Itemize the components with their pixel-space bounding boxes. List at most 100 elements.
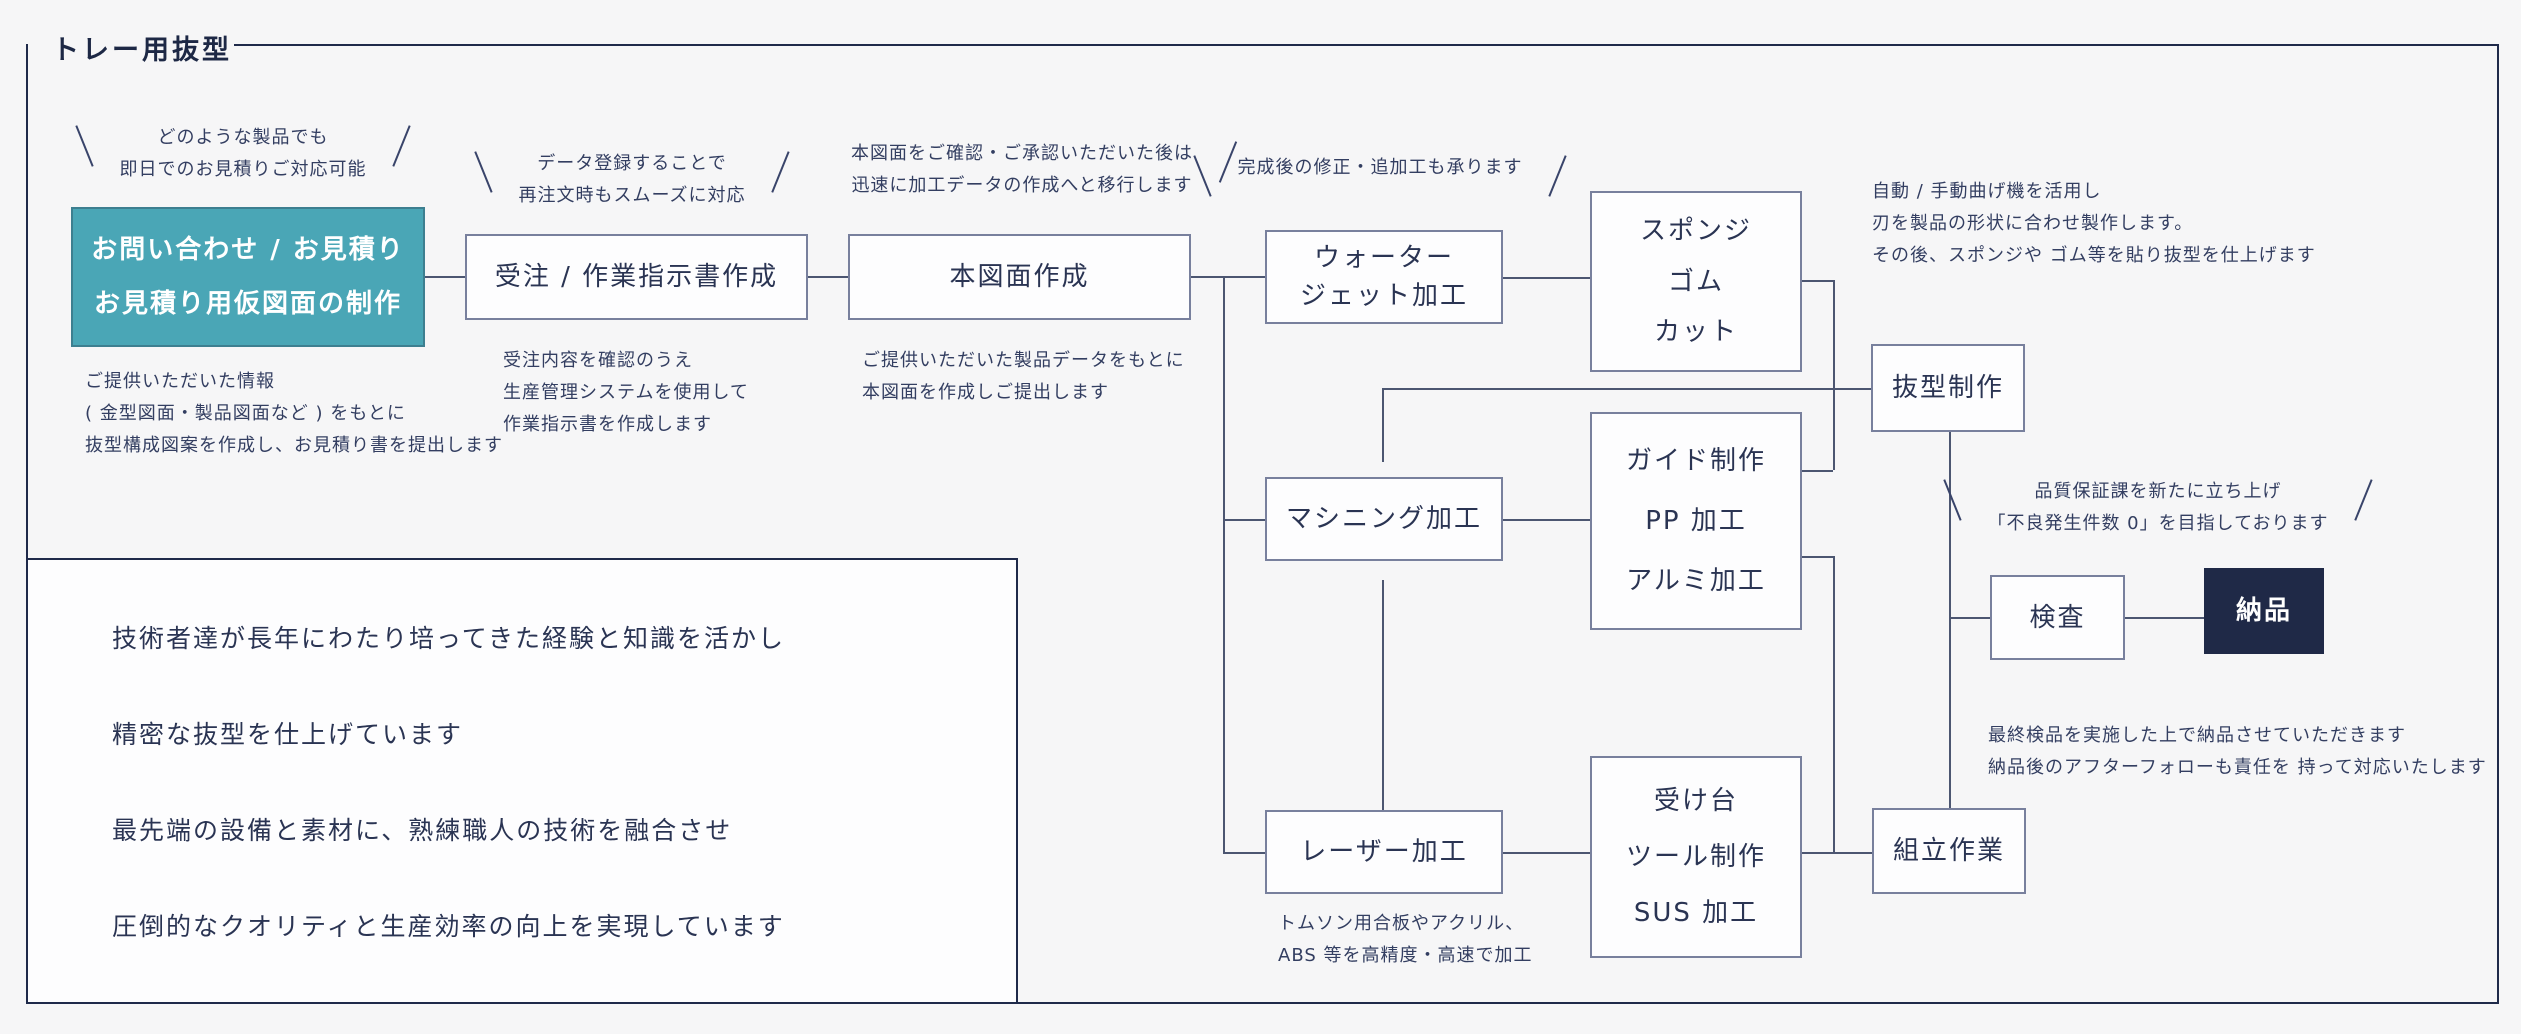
connector-line xyxy=(1802,556,1833,558)
note-bending-machine: 自動 / 手動曲げ機を活用し刃を製品の形状に合わせ製作します。その後、スポンジや… xyxy=(1872,176,2316,272)
connector-line xyxy=(1191,276,1265,278)
note-line: 本図面をご確認・ご承認いただいた後は xyxy=(851,143,1193,164)
flow-box-label: ジェット加工 xyxy=(1299,281,1468,312)
flow-box-cradle-tool-sus: 受け台ツール制作 SUS 加工 xyxy=(1590,756,1802,958)
note-line: 「不良発生件数 0」を目指しております xyxy=(1987,513,2329,534)
flow-box-label: 受注 / 作業指示書作成 xyxy=(494,262,779,292)
caption-contact: ご提供いただいた情報( 金型図面・製品図面など ) をもとに抜型構成図案を作成し… xyxy=(85,366,503,462)
flow-box-label: カット xyxy=(1653,317,1738,348)
flow-box-label: 納品 xyxy=(2235,596,2292,626)
connector-line xyxy=(2125,617,2204,619)
note-quality-assurance: 品質保証課を新たに立ち上げ「不良発生件数 0」を目指しております xyxy=(1943,476,2373,540)
flow-box-label: 受け台 xyxy=(1653,786,1738,816)
diagram-panel xyxy=(26,44,2499,1004)
flow-box-final-drawing: 本図面作成 xyxy=(848,234,1191,320)
quote-line: 最先端の設備と素材に、熟練職人の技術を融合させ xyxy=(112,816,733,845)
connector-line xyxy=(425,276,465,278)
annotation-slash-mark xyxy=(1218,141,1238,183)
flow-box-machining: マシニング加工 xyxy=(1265,477,1503,561)
flow-box-sponge-rubber-cut: スポンジゴムカット xyxy=(1590,191,1802,372)
note-line: トムソン用合板やアクリル、 xyxy=(1278,913,1525,934)
quote-line: 精密な抜型を仕上げています xyxy=(112,720,464,749)
note-data-registration: データ登録することで再注文時もスムーズに対応 xyxy=(474,148,790,212)
connector-line xyxy=(1833,556,1835,852)
flow-box-laser: レーザー加工 xyxy=(1265,810,1503,894)
note-line: ABS 等を高精度・高速で加工 xyxy=(1278,945,1533,966)
connector-line xyxy=(1223,276,1225,852)
connector-line xyxy=(1382,388,1384,462)
caption-final-drawing: ご提供いただいた製品データをもとに本図面を作成しご提出します xyxy=(862,345,1185,409)
flow-box-label: お見積り用仮図面の制作 xyxy=(93,289,402,319)
note-drawing-approval: 本図面をご確認・ご承認いただいた後は迅速に加工データの作成へと移行します xyxy=(851,138,1238,202)
quote-line: 圧倒的なクオリティと生産効率の向上を実現しています xyxy=(112,912,785,941)
flow-box-label: ガイド制作 xyxy=(1625,446,1766,476)
note-line: どのような製品でも xyxy=(157,127,329,148)
flow-box-order: 受注 / 作業指示書作成 xyxy=(465,234,808,320)
note-line: 抜型構成図案を作成し、お見積り書を提出します xyxy=(85,435,503,456)
connector-line xyxy=(1382,388,1871,390)
connector-line xyxy=(1223,852,1265,854)
connector-line xyxy=(1503,519,1590,521)
flow-box-label: ゴム xyxy=(1667,266,1724,297)
connector-line xyxy=(1223,519,1265,521)
flow-box-label: マシニング加工 xyxy=(1285,504,1482,534)
flow-box-label: ウォーター xyxy=(1313,242,1454,273)
note-quick-estimate: どのような製品でも即日でのお見積りご対応可能 xyxy=(75,122,411,186)
flow-box-label: ツール制作 xyxy=(1625,842,1766,872)
annotation-slash-mark xyxy=(771,151,790,193)
quote-box: 技術者達が長年にわたり培ってきた経験と知識を活かし精密な抜型を仕上げています最先… xyxy=(26,558,1018,1004)
note-line: ご提供いただいた情報 xyxy=(85,371,275,392)
note-line: 作業指示書を作成します xyxy=(503,414,712,435)
note-line: 本図面を作成しご提出します xyxy=(862,382,1109,403)
connector-line xyxy=(1802,852,1872,854)
flow-box-waterjet: ウォータージェット加工 xyxy=(1265,230,1503,324)
annotation-backslash-mark xyxy=(1193,155,1212,197)
connector-line xyxy=(1949,617,1990,619)
flow-box-label: 検査 xyxy=(2029,602,2086,633)
annotation-backslash-mark xyxy=(1943,479,1962,521)
note-line: 完成後の修正・追加工も承ります xyxy=(1237,157,1523,178)
quote-line: 技術者達が長年にわたり培ってきた経験と知識を活かし xyxy=(112,624,786,653)
note-line: 再注文時もスムーズに対応 xyxy=(518,185,746,206)
page-title: トレー用抜型 xyxy=(52,35,232,66)
flow-box-label: 抜型制作 xyxy=(1891,373,2004,403)
flow-box-label: PP 加工 xyxy=(1645,506,1747,536)
flow-box-contact: お問い合わせ / お見積りお見積り用仮図面の制作 xyxy=(71,207,425,347)
flow-box-inspection: 検査 xyxy=(1990,575,2125,660)
note-line: 即日でのお見積りご対応可能 xyxy=(119,159,367,180)
connector-line xyxy=(1802,280,1833,282)
annotation-backslash-mark xyxy=(75,125,94,167)
flow-box-label: レーザー加工 xyxy=(1300,837,1468,867)
note-line: ご提供いただいた製品データをもとに xyxy=(862,350,1185,371)
flow-box-label: SUS 加工 xyxy=(1633,898,1759,928)
flow-box-label: アルミ加工 xyxy=(1626,566,1766,596)
note-line: 刃を製品の形状に合わせ製作します。 xyxy=(1872,213,2194,234)
note-line: 品質保証課を新たに立ち上げ xyxy=(2034,481,2282,502)
note-line: その後、スポンジや ゴム等を貼り抜型を仕上げます xyxy=(1872,245,2316,266)
annotation-backslash-mark xyxy=(474,151,493,193)
note-line: 生産管理システムを使用して xyxy=(503,382,749,403)
annotation-slash-mark xyxy=(2354,479,2373,521)
flow-box-label: お問い合わせ / お見積り xyxy=(91,235,405,265)
note-line: 迅速に加工データの作成へと移行します xyxy=(851,175,1193,196)
note-line: 自動 / 手動曲げ機を活用し xyxy=(1872,181,2102,202)
note-line: 納品後のアフターフォローも責任を 持って対応いたします xyxy=(1988,757,2487,778)
note-post-completion: 完成後の修正・追加工も承ります xyxy=(1193,152,1567,197)
connector-line xyxy=(1503,277,1590,279)
connector-line xyxy=(1802,470,1833,472)
note-line: 最終検品を実施した上で納品させていただきます xyxy=(1988,725,2406,746)
caption-laser: トムソン用合板やアクリル、 ABS 等を高精度・高速で加工 xyxy=(1278,908,1533,972)
annotation-slash-mark xyxy=(1548,155,1567,197)
flow-box-label: 組立作業 xyxy=(1892,836,2005,866)
connector-line xyxy=(808,276,848,278)
panel-title-rule xyxy=(234,44,2499,46)
flow-box-label: スポンジ xyxy=(1639,215,1752,246)
caption-delivery: 最終検品を実施した上で納品させていただきます納品後のアフターフォローも責任を 持… xyxy=(1988,720,2487,784)
flow-box-assembly: 組立作業 xyxy=(1872,808,2026,894)
annotation-slash-mark xyxy=(392,125,411,167)
note-line: データ登録することで xyxy=(537,153,727,174)
note-line: 受注内容を確認のうえ xyxy=(503,350,693,371)
flow-box-delivery: 納品 xyxy=(2204,568,2324,654)
